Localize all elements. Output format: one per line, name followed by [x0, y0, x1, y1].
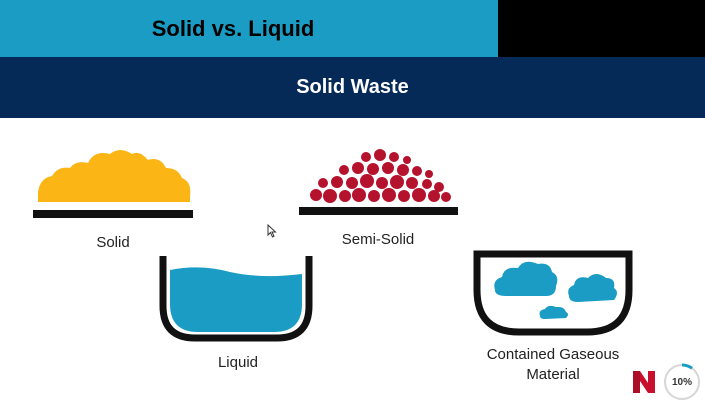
liquid-illustration [159, 256, 313, 342]
semisolid-ball [339, 190, 351, 202]
liquid-container [159, 256, 313, 342]
semisolid-ball [434, 182, 444, 192]
semisolid-ball [331, 176, 343, 188]
mouse-pointer-icon [267, 224, 277, 238]
semisolid-ball [376, 177, 388, 189]
slide-title: Solid vs. Liquid [151, 15, 315, 41]
semisolid-ball [425, 170, 433, 178]
solid-base [33, 210, 193, 218]
semisolid-ball [406, 177, 418, 189]
gaseous-container [473, 250, 633, 336]
title-bar-teal [0, 0, 498, 57]
semisolid-ball [398, 190, 410, 202]
semisolid-ball [382, 162, 394, 174]
gaseous-label-line2: Material [526, 366, 580, 383]
cloud-shape [539, 305, 568, 319]
semisolid-ball [441, 192, 451, 202]
semisolid-ball [323, 189, 337, 203]
semisolid-ball [360, 174, 374, 188]
semisolid-ball [374, 149, 386, 161]
cloud-shape [568, 274, 617, 302]
gaseous-illustration [473, 250, 633, 336]
university-logo-icon [633, 371, 655, 393]
semisolid-base [299, 207, 458, 215]
semisolid-ball [389, 152, 399, 162]
semisolid-ball [397, 164, 409, 176]
solid-mound [38, 150, 191, 202]
semisolid-ball [352, 188, 366, 202]
section-bar: Solid Waste [0, 57, 705, 118]
semisolid-ball [361, 152, 371, 162]
semisolid-ball [412, 166, 422, 176]
title-bar: Solid vs. Liquid [0, 0, 705, 57]
semisolid-ball [403, 156, 411, 164]
semisolid-ball [368, 190, 380, 202]
semisolid-ball [428, 190, 440, 202]
section-subtitle: Solid Waste [296, 76, 409, 98]
semisolid-ball [346, 177, 358, 189]
progress-arc [663, 363, 701, 401]
progress-ring [663, 363, 701, 401]
title-bar-black [498, 0, 705, 57]
semisolid-ball [422, 179, 432, 189]
semisolid-ball [339, 165, 349, 175]
liquid-water [170, 267, 302, 332]
semisolid-ball [352, 162, 364, 174]
semisolid-ball [367, 163, 379, 175]
liquid-label: Liquid [217, 354, 259, 371]
semisolid-ball [318, 178, 328, 188]
solid-illustration [33, 150, 193, 218]
cloud-shape [494, 261, 558, 296]
gaseous-label-line1: Contained Gaseous [486, 346, 620, 363]
progress-percentage: 10% [671, 376, 692, 388]
semisolid-illustration [299, 149, 458, 215]
solid-label: Solid [96, 234, 130, 251]
semisolid-label: Semi-Solid [341, 231, 415, 248]
semisolid-ball [390, 175, 404, 189]
gaseous-label: Contained Gaseous Material [468, 345, 638, 385]
semisolid-ball [412, 188, 426, 202]
semisolid-ball [382, 188, 396, 202]
semisolid-ball [310, 189, 322, 201]
